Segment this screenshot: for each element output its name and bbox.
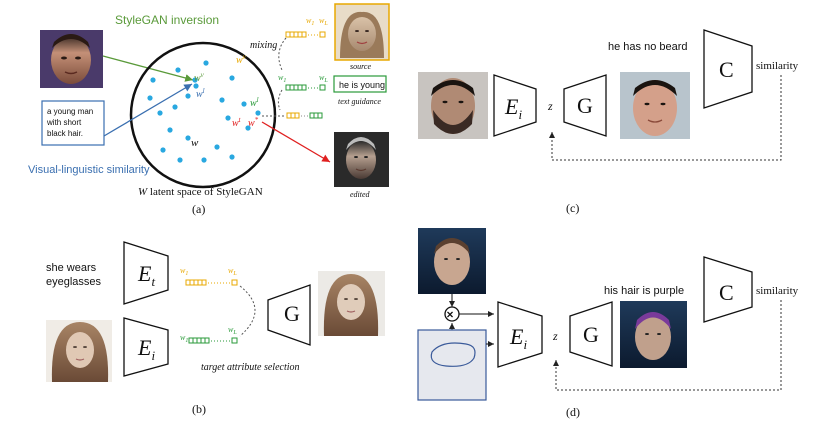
latent-space-label: W latent space of StyleGAN (138, 186, 263, 198)
panel-b-output-face (318, 271, 385, 336)
latent-dots (147, 60, 251, 163)
panel-d-label: (d) (566, 405, 580, 419)
mask-region (430, 342, 476, 367)
b-w1-orange: w1 (180, 266, 188, 277)
panel-a-label: (a) (192, 202, 205, 216)
wsource-label: wv (236, 53, 247, 66)
source-face-photo (334, 3, 390, 61)
b-green-row (188, 337, 238, 344)
panel-d-encoder-label: Ei (509, 324, 527, 352)
panel-d-critic-label: C (719, 280, 734, 305)
panel-c-encoder-label: Ei (504, 94, 522, 122)
panel-a: StyleGAN inversion wv wl wv wl wt w* w a… (28, 3, 390, 216)
panel-c-z: z (547, 99, 553, 113)
panel-d-output-face (620, 301, 687, 368)
wt-label: wt (232, 116, 242, 129)
panel-b-label: (b) (192, 402, 206, 416)
wstar-label: w* (248, 116, 259, 129)
image-encoder-label: Ei (137, 335, 155, 363)
edited-face-photo (334, 132, 389, 187)
wL-orange-label: wL (319, 16, 328, 27)
caption-box (41, 100, 105, 146)
text-guidance-value: he is young (339, 80, 385, 90)
panel-c-similarity: similarity (756, 60, 799, 72)
image-encoder-block (123, 317, 169, 377)
panel-d-critic-block (703, 256, 753, 323)
caption-text: a young man with short black hair. (46, 107, 96, 138)
mask-box (417, 329, 487, 401)
wtext-label: wl (250, 96, 259, 109)
w1-green-label: w1 (278, 73, 286, 84)
edit-arrow (261, 121, 331, 163)
panel-c-output-face (620, 72, 690, 139)
similarity-label: Visual-linguistic similarity (28, 164, 150, 176)
green-style-row (285, 84, 326, 91)
wv-label: wv (194, 71, 205, 84)
source-label: source (350, 62, 371, 71)
panel-b-input-face (46, 320, 112, 382)
panel-c: he has no beard Ei z G C similarity (c) (418, 29, 799, 215)
b-wL-orange: wL (228, 266, 237, 277)
panel-d-text: his hair is purple (604, 285, 684, 297)
w1-orange-label: w1 (306, 16, 314, 27)
panel-c-generator-label: G (577, 93, 593, 118)
panel-c-encoder-block (493, 74, 537, 137)
wL-green-label: wL (319, 73, 328, 84)
b-w1-green: w1 (180, 333, 188, 344)
multiply-glyph: × (447, 308, 454, 322)
panel-d-generator-label: G (583, 322, 599, 347)
panel-d-z: z (552, 329, 558, 343)
selection-label: target attribute selection (201, 362, 300, 373)
orange-style-row (285, 31, 326, 38)
text-guidance-label: text guidance (338, 97, 381, 106)
selection-link (239, 285, 256, 337)
text-encoder-label: Et (137, 261, 155, 289)
panel-d-generator-block (569, 301, 613, 367)
inversion-label: StyleGAN inversion (115, 13, 219, 27)
panel-c-critic-label: C (719, 57, 734, 82)
mixing-label: mixing (250, 40, 277, 51)
panel-c-critic-block (703, 29, 753, 109)
b-orange-row (185, 279, 238, 286)
panel-b-text-line1: she wears (46, 262, 97, 274)
edited-label: edited (350, 190, 371, 199)
panel-b: she wears eyeglasses Et Ei w1 wL w1 wL (46, 241, 385, 416)
text-encoder-block (123, 241, 169, 305)
latent-space-circle (129, 41, 277, 189)
similarity-arrow (103, 83, 193, 137)
input-face-photo (40, 30, 103, 88)
mixed-style-row (286, 112, 323, 119)
panel-d-encoder-block (497, 301, 543, 368)
panel-d-feedback-loop (553, 300, 782, 391)
panel-c-generator-block (563, 74, 607, 137)
panel-c-text: he has no beard (608, 41, 688, 53)
panel-c-label: (c) (566, 201, 579, 215)
panel-c-feedback-loop (549, 75, 782, 161)
panel-b-generator-label: G (284, 301, 300, 326)
w-label: w (191, 137, 199, 149)
panel-d-reference-face (418, 228, 486, 294)
panel-c-input-face (418, 72, 488, 139)
panel-b-text-line2: eyeglasses (46, 276, 102, 288)
text-guidance-box (333, 75, 387, 93)
panel-b-generator-block (267, 284, 311, 346)
panel-d-similarity: similarity (756, 285, 799, 297)
wl-label: wl (196, 87, 205, 100)
b-wL-green: wL (228, 325, 237, 336)
panel-d: × Ei z G his hair is purple C similarity… (417, 228, 799, 419)
